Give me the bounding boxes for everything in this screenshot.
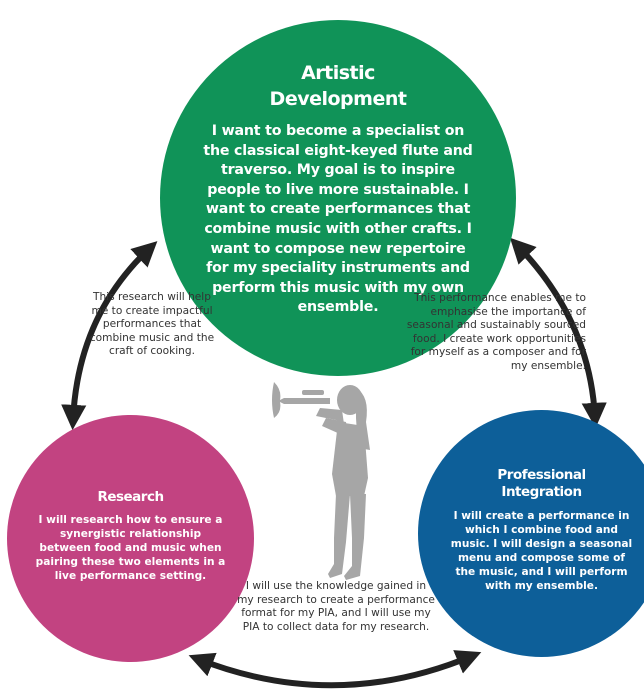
- arrow-bottom: [188, 650, 482, 689]
- artistic-development-title: Artistic Development: [269, 62, 407, 110]
- artistic-development-text: I want to become a specialist on the cla…: [203, 123, 473, 316]
- professional-integration-circle: Professional Integration I will create a…: [418, 410, 644, 657]
- professional-integration-title: Professional Integration: [497, 466, 586, 500]
- trumpet-player-silhouette-icon: [272, 382, 370, 580]
- note-research-to-artistic: This research will help me to create imp…: [89, 291, 215, 358]
- arrow-left: [61, 241, 158, 431]
- research-title: Research: [97, 488, 164, 505]
- research-circle: Research I will research how to ensure a…: [7, 415, 254, 662]
- note-artistic-to-professional: This performance enables me to emphasise…: [406, 292, 586, 372]
- note-research-professional: I will use the knowledge gained in my re…: [237, 580, 435, 633]
- professional-integration-text: I will create a performance in which I c…: [450, 509, 633, 592]
- research-text: I will research how to ensure a synergis…: [35, 513, 226, 582]
- arrow-right: [509, 237, 607, 429]
- artistic-development-circle: Artistic Development I want to become a …: [160, 20, 516, 376]
